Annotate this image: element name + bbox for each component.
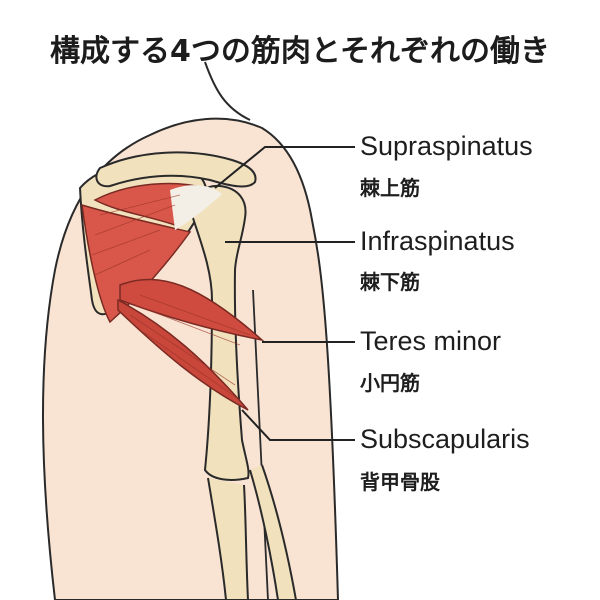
label-infraspinatus-ja: 棘下筋: [360, 270, 420, 294]
rotator-cuff-muscles: [81, 182, 265, 411]
leader-line-supraspinatus: [214, 146, 355, 189]
muscle-fibers: [91, 194, 251, 401]
label-supraspinatus: Supraspinatus: [360, 131, 533, 161]
page-title: 構成する4つの筋肉とそれぞれの働き: [50, 34, 550, 69]
forearm-bones: [207, 464, 298, 600]
label-teres-minor-ja: 小円筋: [360, 371, 420, 395]
label-teres-minor: Teres minor: [360, 326, 502, 356]
tendon-cap: [170, 185, 222, 230]
clavicle-bone: [95, 151, 257, 188]
label-supraspinatus-ja: 棘上筋: [360, 176, 420, 200]
label-subscapularis-ja: 背甲骨股: [360, 470, 440, 494]
neck-line: [204, 61, 251, 121]
label-subscapularis: Subscapularis: [360, 424, 530, 454]
label-infraspinatus: Infraspinatus: [360, 226, 515, 256]
leader-line-subscapularis: [241, 409, 355, 441]
leader-lines: [214, 146, 355, 441]
